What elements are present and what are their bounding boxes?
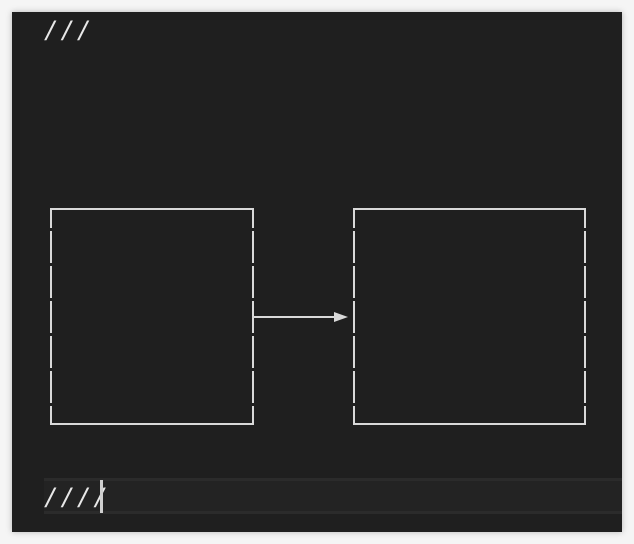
diagram-canvas (49, 208, 587, 425)
text-caret (100, 480, 103, 513)
box-right[interactable] (352, 208, 587, 425)
command-input[interactable]: //// (44, 478, 622, 514)
editor-window: /// (12, 12, 622, 532)
box-left[interactable] (49, 208, 255, 425)
connector-arrow (253, 312, 348, 322)
header-text: /// (44, 16, 94, 44)
command-input-value: //// (44, 483, 110, 511)
